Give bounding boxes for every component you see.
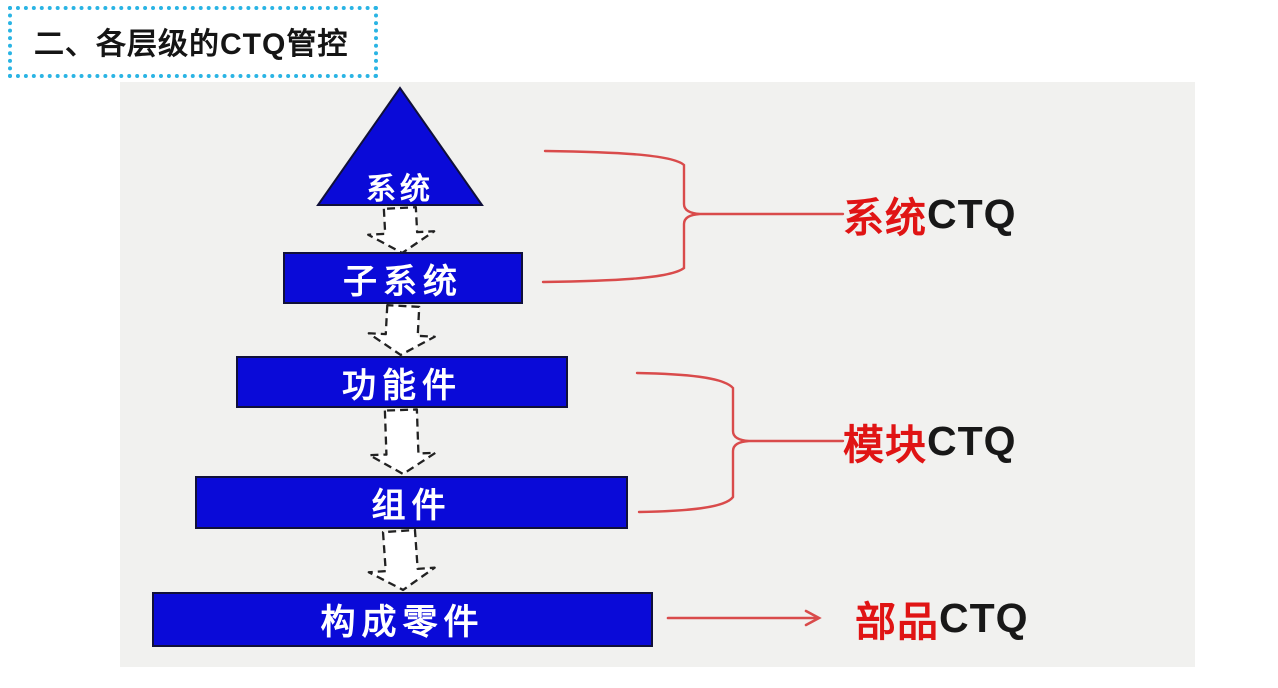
diagram-shapes (316, 86, 845, 627)
brace-module-ctq (635, 371, 845, 514)
node-subsystem: 子系统 (283, 252, 523, 304)
node-functional-part: 功能件 (236, 356, 568, 408)
triangle-system (316, 86, 484, 206)
arrow-part-ctq (666, 609, 822, 627)
title-box: 二、各层级的CTQ管控 (8, 6, 379, 78)
ctq-part-black: CTQ (939, 594, 1029, 641)
ctq-part-red: 部品 (855, 599, 939, 645)
node-constituent-part: 构成零件 (152, 592, 653, 647)
ctq-label-part: 部品 CTQ (855, 591, 1029, 646)
ctq-module-red: 模块 (843, 422, 927, 468)
node-component: 组件 (195, 476, 628, 529)
dashed-arrow-2 (367, 304, 436, 357)
page-title: 二、各层级的CTQ管控 (34, 28, 349, 61)
ctq-system-black: CTQ (927, 190, 1017, 237)
level-label-component: 组件 (371, 487, 452, 525)
ctq-label-system: 系统 CTQ (843, 187, 1017, 242)
level-label-system: 系统 (366, 173, 434, 206)
ctq-system-red: 系统 (843, 195, 927, 241)
level-label-constituent-part: 构成零件 (320, 603, 485, 642)
diagram-panel: 系统 子系统 功能件 组件 构成零件 系统 CTQ 模块 CTQ 部品 CTQ (120, 82, 1195, 667)
dashed-arrow-4 (367, 528, 436, 592)
ctq-module-black: CTQ (927, 417, 1017, 464)
level-label-functional-part: 功能件 (342, 366, 462, 405)
level-label-subsystem: 子系统 (343, 262, 463, 301)
dashed-arrow-3 (368, 408, 437, 476)
ctq-label-module: 模块 CTQ (843, 414, 1017, 469)
dashed-arrow-1 (367, 206, 436, 255)
brace-system-ctq (541, 149, 845, 284)
